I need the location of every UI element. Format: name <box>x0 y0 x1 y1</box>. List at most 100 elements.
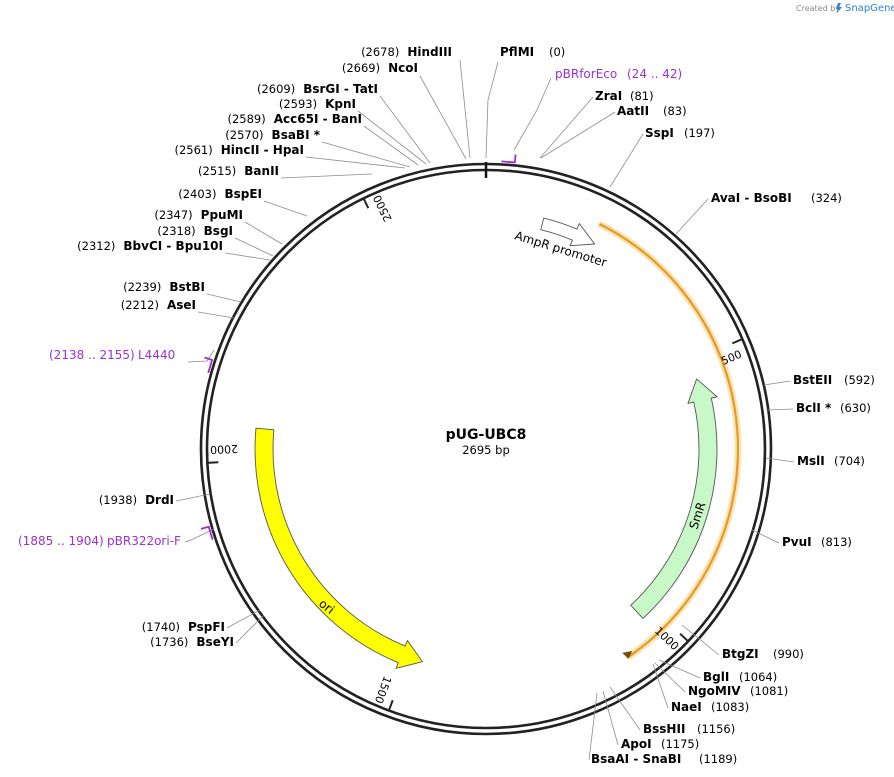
plasmid-name: pUG-UBC8 <box>446 427 527 443</box>
site-pflmi: PflMI <box>500 45 534 59</box>
site-position: (592) <box>844 373 875 387</box>
site-leader-right-9 <box>658 659 701 679</box>
site-position: (704) <box>834 454 865 468</box>
site-position: (1189) <box>699 752 737 766</box>
tick-label: 2000 <box>210 442 239 456</box>
site-label: BspEI <box>224 187 262 201</box>
site-label: ApoI <box>621 737 652 751</box>
site-leader-right-10 <box>654 662 686 693</box>
site-label: DrdI <box>145 493 174 507</box>
site-label: NaeI <box>671 700 702 714</box>
site-position: (813) <box>821 535 852 549</box>
site-label: NcoI <box>388 61 418 75</box>
site-label: BseYI <box>196 635 234 649</box>
site-position: (2570) <box>225 128 263 142</box>
site-label: HincII - HpaI <box>221 143 304 157</box>
site-leader-right-8 <box>681 624 720 656</box>
site-label: PspFI <box>188 620 225 634</box>
site-label: BsaAI - SnaBI <box>591 752 681 766</box>
site-leader-left-1 <box>419 75 467 160</box>
site-leader-right-6 <box>765 457 795 463</box>
tick-mark <box>731 338 743 345</box>
snapgene-logo-icon <box>836 3 842 13</box>
primer-l4440-marker <box>204 356 214 374</box>
site-position: (2212) <box>121 298 159 312</box>
site-label: PvuI <box>782 535 812 549</box>
site-label: NgoMIV <box>688 684 741 698</box>
site-position: (2589) <box>227 112 265 126</box>
site-position: (2561) <box>174 143 212 157</box>
site-leader-left-16 <box>235 614 265 644</box>
primer-pbr322ori-f-range: (1885 .. 1904) <box>18 534 104 548</box>
tick-label: 1500 <box>372 674 394 705</box>
site-leader-left-3 <box>357 110 427 165</box>
orange-feature-arc <box>598 222 740 658</box>
site-position: (1156) <box>697 722 735 736</box>
site-pflmi-leader <box>485 61 499 159</box>
site-label: AseI <box>167 298 196 312</box>
site-leader-right-3 <box>675 198 709 235</box>
site-label: PpuMI <box>201 208 243 222</box>
site-position: (2239) <box>123 280 161 294</box>
tick-mark <box>362 197 370 209</box>
orange-feature-arrowhead <box>622 650 633 659</box>
site-label: BtgZI <box>722 647 759 661</box>
site-leader-left-0 <box>459 59 471 159</box>
site-leader-left-7 <box>280 173 373 179</box>
ori-arrow <box>254 427 423 669</box>
site-position: (1083) <box>711 700 749 714</box>
site-position: (1736) <box>150 635 188 649</box>
site-leader-right-5 <box>765 408 794 411</box>
site-leader-left-5 <box>321 141 411 168</box>
site-leader-right-13 <box>602 690 619 746</box>
tick-mark <box>207 461 219 464</box>
site-position: (1740) <box>142 620 180 634</box>
site-position: (2593) <box>279 97 317 111</box>
site-label: SspI <box>645 126 674 140</box>
smr-arrow <box>630 378 718 619</box>
site-leader-right-1 <box>540 111 616 159</box>
primer-pbrforeco: pBRforEco <box>555 67 617 81</box>
site-position: (2312) <box>77 239 115 253</box>
site-position: (2347) <box>154 208 192 222</box>
tick-mark <box>679 633 689 643</box>
primer-pbr322ori-f-marker <box>200 525 214 540</box>
primer-l4440: L4440 <box>138 348 175 362</box>
plasmid-size: 2695 bp <box>462 443 510 457</box>
site-leader-right-0 <box>539 96 594 159</box>
site-pflmi-pos: (0) <box>549 45 565 59</box>
primer-pbrforeco-marker <box>501 154 517 164</box>
site-label: KpnI <box>325 97 356 111</box>
site-leader-right-11 <box>652 663 669 709</box>
site-label: BglI <box>703 670 729 684</box>
primer-pbr322ori-f: pBR322ori-F <box>107 534 181 548</box>
primer-pbr322ori-f-leader <box>184 528 215 543</box>
site-leader-left-12 <box>206 293 242 303</box>
primer-l4440-range: (2138 .. 2155) <box>49 348 135 362</box>
site-position: (630) <box>840 401 871 415</box>
site-label: BbvCI - Bpu10I <box>123 239 223 253</box>
site-label: AvaI - BsoBI <box>711 191 792 205</box>
site-position: (2318) <box>157 224 195 238</box>
site-position: (1938) <box>99 493 137 507</box>
site-position: (324) <box>811 191 842 205</box>
created-by-text: Created by <box>796 4 840 13</box>
site-leader-left-10 <box>234 237 274 257</box>
primer-pbrforeco-leader <box>513 77 552 151</box>
site-leader-right-7 <box>751 529 780 544</box>
ampr-promoter-arrow <box>540 217 596 247</box>
site-position: (2678) <box>361 45 399 59</box>
site-label: BstEII <box>793 373 832 387</box>
site-position: (1064) <box>739 670 777 684</box>
snapgene-brand: SnapGene <box>845 3 894 14</box>
site-label: MslI <box>797 454 825 468</box>
site-label: BsgI <box>204 224 233 238</box>
site-label: BanII <box>244 164 279 178</box>
site-leader-right-12 <box>609 686 641 731</box>
site-position: (1081) <box>750 684 788 698</box>
site-leader-right-4 <box>763 380 791 386</box>
site-leader-left-6 <box>305 156 406 169</box>
site-leader-right-2 <box>609 133 644 188</box>
site-leader-left-4 <box>363 125 419 166</box>
site-leader-left-2 <box>379 95 431 164</box>
